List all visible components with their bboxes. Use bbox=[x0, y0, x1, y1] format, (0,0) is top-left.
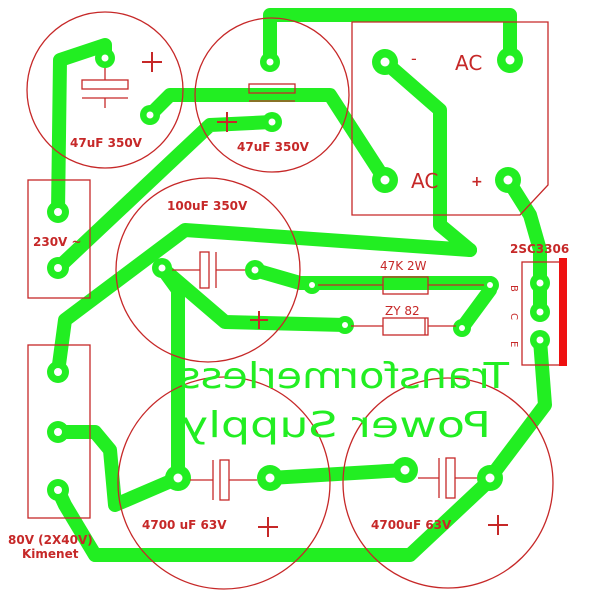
c2-symbol bbox=[248, 83, 296, 102]
pad-resistor-left bbox=[303, 276, 321, 294]
c4-label: 4700 uF 63V bbox=[142, 518, 227, 532]
c2-label: 47uF 350V bbox=[237, 140, 310, 154]
pad-c4-right bbox=[257, 465, 283, 491]
trace-emitter-c5 bbox=[483, 333, 552, 485]
title: Transformerless Power Supply bbox=[179, 356, 510, 446]
pad-bridge-2 bbox=[497, 47, 523, 73]
c5-label: 4700uF 63V bbox=[371, 518, 452, 532]
trace-bridge-minus bbox=[51, 223, 477, 379]
pad-bridge-1 bbox=[372, 49, 398, 75]
bridge-outline bbox=[351, 21, 549, 216]
input-label: 230V ~ bbox=[33, 235, 82, 249]
pad-output-3 bbox=[47, 479, 69, 501]
transistor-pin-b: B bbox=[508, 285, 519, 292]
c4-outline bbox=[117, 376, 331, 590]
pad-c4-left bbox=[165, 465, 191, 491]
c5-outline bbox=[342, 377, 554, 589]
bridge-minus: - bbox=[411, 49, 417, 68]
c3-outline bbox=[115, 177, 301, 363]
c3-label: 100uF 350V bbox=[167, 199, 248, 213]
pad-input-2 bbox=[47, 257, 69, 279]
bridge-ac-bottom: AC bbox=[411, 169, 438, 193]
pad-output-2 bbox=[47, 421, 69, 443]
plus-icon-c2 bbox=[217, 112, 237, 132]
pad-bridge-4 bbox=[495, 167, 521, 193]
c3-symbol bbox=[172, 251, 245, 289]
trace-input-to-c2 bbox=[51, 115, 279, 275]
transistor-pin-c: C bbox=[508, 313, 519, 320]
trace-c1-to-c2 bbox=[143, 88, 277, 122]
labels: 47uF 350V 47uF 350V 100uF 350V 4700 uF 6… bbox=[8, 49, 569, 561]
plus-icon-c1 bbox=[142, 52, 162, 72]
pad-zener-right bbox=[453, 319, 471, 337]
pad-c3-left bbox=[152, 258, 172, 278]
trace-c2-to-bridge bbox=[263, 88, 392, 187]
c2-outline bbox=[194, 17, 350, 173]
pad-c2-plus bbox=[262, 112, 282, 132]
zener-label: ZY 82 bbox=[385, 304, 420, 318]
bridge-ac-top: AC bbox=[455, 51, 482, 75]
resistor-label: 47K 2W bbox=[380, 259, 427, 273]
plus-icon-c4 bbox=[258, 517, 278, 537]
pad-c1-minus bbox=[95, 48, 115, 68]
transistor-heatsink-tab bbox=[559, 258, 567, 366]
pad-c1-plus bbox=[140, 105, 160, 125]
silkscreen bbox=[26, 11, 563, 590]
pad-c2-minus bbox=[260, 52, 280, 72]
pad-c5-left bbox=[392, 457, 418, 483]
title-line-2: Power Supply bbox=[181, 405, 491, 446]
trace-c3-resistor bbox=[248, 263, 497, 290]
trace-output-mid bbox=[51, 425, 185, 512]
pad-transistor-b bbox=[530, 273, 550, 293]
title-line-1: Transformerless bbox=[179, 356, 510, 397]
pad-output-1 bbox=[47, 361, 69, 383]
zener-body bbox=[382, 317, 429, 336]
bridge-plus: + bbox=[471, 174, 483, 190]
c5-symbol bbox=[418, 457, 477, 499]
transistor-label: 2SC3306 bbox=[510, 242, 569, 256]
pad-transistor-c bbox=[530, 302, 550, 322]
c1-outline bbox=[26, 11, 184, 169]
pad-resistor-right bbox=[481, 276, 499, 294]
pad-bridge-3 bbox=[372, 167, 398, 193]
trace-top-bus bbox=[263, 8, 517, 69]
trace-bottom-return bbox=[51, 473, 497, 562]
output-connector bbox=[27, 344, 91, 519]
pad-transistor-e bbox=[530, 330, 550, 350]
plus-icon-c5 bbox=[488, 515, 508, 535]
trace-bridge-ac1 bbox=[378, 55, 477, 257]
c1-label: 47uF 350V bbox=[70, 136, 143, 150]
plus-icon-c3 bbox=[250, 311, 268, 329]
trace-c4-c5 bbox=[263, 463, 412, 485]
pad-c5-right bbox=[477, 465, 503, 491]
trace-c1-to-input bbox=[51, 38, 112, 219]
pad-c3-right bbox=[245, 260, 265, 280]
pad-zener-left bbox=[336, 316, 354, 334]
c1-symbol bbox=[81, 68, 129, 108]
transistor-pin-e: E bbox=[508, 341, 519, 347]
solder-pads bbox=[47, 47, 550, 501]
pad-input-1 bbox=[47, 201, 69, 223]
input-connector bbox=[27, 179, 91, 299]
c4-symbol bbox=[190, 459, 257, 501]
output-label-1: 80V (2X40V) bbox=[8, 533, 93, 547]
output-label-2: Kimenet bbox=[22, 547, 79, 561]
